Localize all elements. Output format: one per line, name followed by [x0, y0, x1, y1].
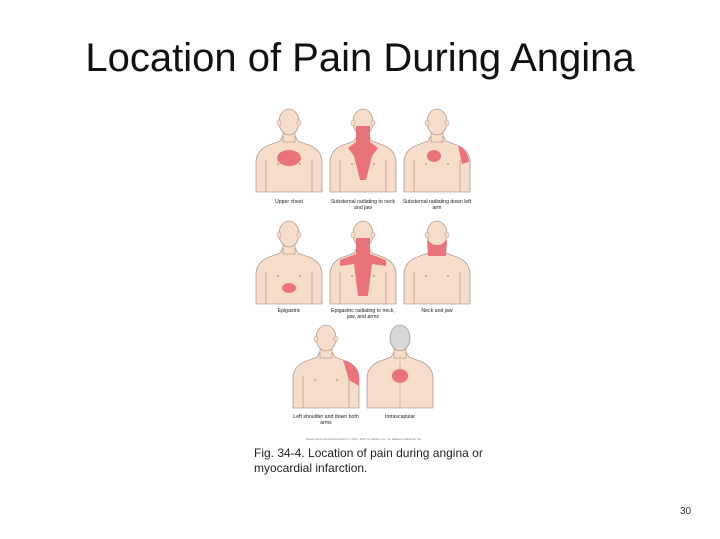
- pain-area-left-arm: [458, 146, 469, 164]
- panel-label: Substernal radiating to neck and jaw: [330, 199, 396, 211]
- panel-label: Epigastric: [277, 308, 301, 314]
- panel-intrascapular: [366, 324, 434, 409]
- panel-substernal-neck-jaw: [329, 108, 397, 193]
- angina-pain-figure: Upper chest Substernal radiating to neck…: [248, 108, 480, 444]
- panel-epigastric: [255, 220, 323, 305]
- panel-substernal-left-arm: [403, 108, 471, 193]
- pain-area-substernal-neck-jaw: [348, 126, 378, 180]
- panel-label: Substernal radiating down left arm: [402, 199, 472, 211]
- pain-area-upper-chest: [277, 150, 301, 166]
- panel-left-shoulder-arms: [292, 324, 360, 409]
- panel-label: Left shoulder and down both arms: [293, 414, 359, 426]
- panel-upper-chest: [255, 108, 323, 193]
- figure-caption: Fig. 34-4. Location of pain during angin…: [254, 446, 483, 475]
- panel-epigastric-neck-jaw-arms: [329, 220, 397, 305]
- pain-area-left-shoulder: [343, 360, 359, 386]
- slide-number: 30: [680, 506, 692, 517]
- pain-area-epigastric: [282, 283, 296, 293]
- copyright-notice: Mosby items and derived items © 2011, 20…: [306, 437, 422, 441]
- pain-area-neck-jaw: [427, 240, 447, 256]
- panel-label: Neck and jaw: [421, 308, 453, 314]
- panel-label: Epigastric radiating to neck, jaw, and a…: [331, 308, 395, 320]
- slide-title: Location of Pain During Angina: [85, 36, 635, 80]
- pain-area-substernal: [427, 150, 441, 162]
- panel-neck-jaw: [403, 220, 471, 305]
- pain-area-epigastric-neck-jaw-arms: [340, 238, 386, 296]
- panel-label: Upper chest: [275, 199, 303, 205]
- figure-illustrations: [255, 108, 471, 409]
- panel-label: Intrascapular: [385, 414, 415, 420]
- pain-area-intrascapular: [392, 369, 408, 383]
